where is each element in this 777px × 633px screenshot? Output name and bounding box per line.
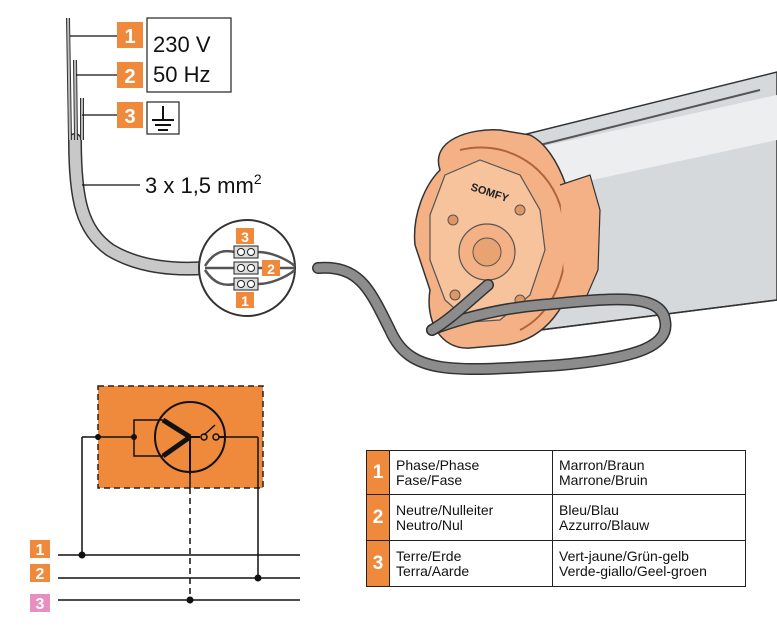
legend-color: Bleu/Blau (559, 501, 619, 518)
voltage-box (146, 17, 232, 93)
legend-function: Neutro/Nul (396, 516, 463, 533)
supply-cable (66, 17, 212, 276)
supply-badge-3: 3 (124, 106, 135, 128)
motor-schematic: 1 2 3 (30, 385, 300, 613)
legend-color: Azzurro/Blauw (559, 516, 650, 533)
supply-badge-2: 2 (124, 66, 135, 88)
legend-function: Terre/Erde (396, 547, 462, 564)
schematic-badge-1: 1 (36, 542, 45, 559)
motor-cable (312, 261, 672, 376)
junction-terminal: 3 2 1 (198, 219, 296, 317)
table-row: 3 Terre/Erde Terra/Aarde Vert-jaune/Grün… (366, 540, 746, 587)
frequency-label: 50 Hz (153, 62, 210, 87)
legend-function-cell: Terre/Erde Terra/Aarde (389, 540, 553, 587)
schematic-badge-3: 3 (36, 596, 45, 613)
legend-color-cell: Marron/Braun Marrone/Bruin (552, 450, 746, 495)
legend-num: 2 (366, 494, 390, 541)
supply-badge-1: 1 (124, 26, 135, 48)
legend-function: Phase/Phase (396, 456, 480, 473)
legend-num: 3 (366, 540, 390, 587)
legend-function-cell: Neutre/Nulleiter Neutro/Nul (389, 494, 553, 541)
junction-badge-1: 1 (241, 293, 249, 309)
wire-legend-table: 1 Phase/Phase Fase/Fase Marron/Braun Mar… (366, 450, 746, 587)
cable-spec-label: 3 x 1,5 mm2 (145, 171, 262, 198)
supply-badges: 1 2 3 (117, 22, 143, 128)
legend-function-cell: Phase/Phase Fase/Fase (389, 450, 553, 495)
legend-color: Marrone/Bruin (559, 471, 648, 488)
legend-color: Verde-giallo/Geel-groen (559, 562, 707, 579)
legend-color: Marron/Braun (559, 456, 645, 473)
legend-function: Neutre/Nulleiter (396, 501, 494, 518)
table-row: 1 Phase/Phase Fase/Fase Marron/Braun Mar… (366, 450, 746, 495)
schematic-badge-2: 2 (36, 566, 45, 583)
junction-badge-2: 2 (267, 261, 275, 277)
earth-ground-icon (146, 101, 180, 135)
legend-color-cell: Vert-jaune/Grün-gelb Verde-giallo/Geel-g… (552, 540, 746, 587)
legend-color-cell: Bleu/Blau Azzurro/Blauw (552, 494, 746, 541)
table-row: 2 Neutre/Nulleiter Neutro/Nul Bleu/Blau … (366, 494, 746, 541)
legend-function: Fase/Fase (396, 471, 463, 488)
legend-num: 1 (366, 450, 390, 495)
legend-color: Vert-jaune/Grün-gelb (559, 547, 689, 564)
junction-badge-3: 3 (241, 229, 249, 245)
voltage-label: 230 V (153, 32, 211, 57)
legend-function: Terra/Aarde (396, 562, 470, 579)
